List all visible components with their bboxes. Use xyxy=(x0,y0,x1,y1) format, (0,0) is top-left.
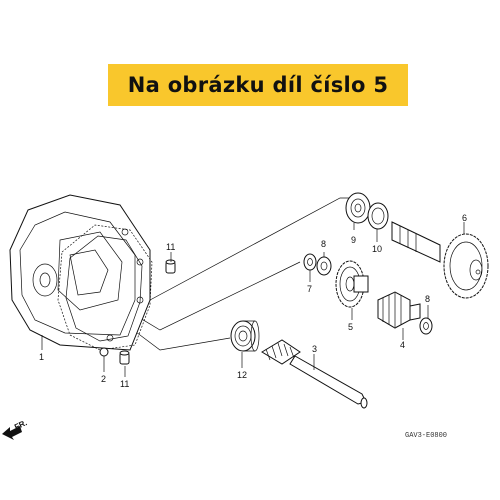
part-7-washer xyxy=(303,253,317,271)
callout-labels: 1 2 3 4 5 6 7 8 8 9 10 11 11 12 xyxy=(39,213,467,389)
callout-11-upper: 11 xyxy=(166,242,175,252)
callout-9: 9 xyxy=(351,235,356,245)
part-number-banner: Na obrázku díl číslo 5 xyxy=(108,64,408,106)
part-8-washer-lower xyxy=(419,317,433,335)
part-4-countershaft-gear xyxy=(377,291,421,329)
part-3-drive-shaft xyxy=(261,339,368,409)
part-11-dowel-pins xyxy=(119,259,176,365)
callout-5: 5 xyxy=(348,322,353,332)
banner-text: Na obrázku díl číslo 5 xyxy=(127,73,389,97)
drawing-code: GAV3-E0800 xyxy=(405,432,447,440)
part-6-final-shaft xyxy=(391,221,489,299)
callout-8-lower: 8 xyxy=(425,294,430,304)
callout-12: 12 xyxy=(237,370,247,380)
callout-4: 4 xyxy=(400,340,405,350)
part-10-oil-seal xyxy=(367,202,389,230)
part-9-bearing xyxy=(345,192,371,224)
part-1-case-cover xyxy=(9,194,151,351)
callout-11-lower: 11 xyxy=(120,379,129,389)
callout-6: 6 xyxy=(462,213,467,223)
callout-3: 3 xyxy=(312,344,317,354)
direction-label: FR. xyxy=(13,418,28,432)
part-8-washer-upper xyxy=(316,256,332,276)
callout-2: 2 xyxy=(101,374,106,384)
leader-lines xyxy=(41,222,465,377)
callout-7: 7 xyxy=(307,284,312,294)
part-5-final-gear xyxy=(335,260,369,308)
front-direction-arrow-icon: FR. xyxy=(2,418,29,440)
part-12-bearing xyxy=(230,320,260,352)
callout-10: 10 xyxy=(372,244,382,254)
callout-8-upper: 8 xyxy=(321,239,326,249)
callout-1: 1 xyxy=(39,352,44,362)
